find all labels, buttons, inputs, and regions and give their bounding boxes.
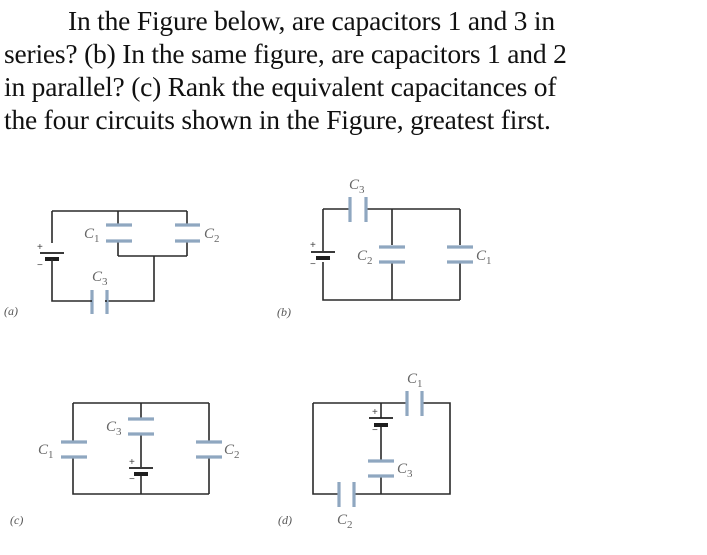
question-line: series? (b) In the same figure, are capa… bbox=[4, 38, 567, 69]
question-line: In the Figure below, are capacitors 1 an… bbox=[68, 5, 555, 36]
question-line: in parallel? (c) Rank the equivalent cap… bbox=[4, 71, 557, 102]
circuit-tag: (d) bbox=[278, 513, 292, 527]
label-c3: C3 bbox=[349, 177, 365, 196]
circuit-tag: (c) bbox=[10, 513, 23, 527]
battery-plus: + bbox=[37, 242, 43, 253]
circuit-tag: (a) bbox=[4, 304, 18, 318]
battery-minus: − bbox=[310, 259, 316, 270]
wire bbox=[72, 402, 210, 495]
label-c2: C2 bbox=[337, 512, 353, 531]
question-text: In the Figure below, are capacitors 1 an… bbox=[4, 4, 704, 136]
label-c2: C2 bbox=[224, 442, 240, 461]
circuit-d: + − C1 C3 C2 (d) bbox=[278, 371, 451, 531]
label-c3: C3 bbox=[397, 461, 413, 480]
wire bbox=[51, 210, 188, 302]
label-c2: C2 bbox=[357, 248, 373, 267]
label-c1: C1 bbox=[38, 442, 54, 461]
circuit-a: + − C1 C2 C3 (a) bbox=[4, 210, 220, 318]
circuit-c: C1 C3 + − C2 (c) bbox=[10, 402, 240, 527]
battery-minus: − bbox=[37, 260, 43, 271]
label-c3: C3 bbox=[106, 419, 122, 438]
circuit-tag: (b) bbox=[277, 305, 291, 319]
battery-minus: − bbox=[372, 425, 378, 436]
label-c1: C1 bbox=[84, 226, 100, 245]
label-c1: C1 bbox=[407, 371, 423, 390]
battery-plus: + bbox=[372, 407, 378, 418]
wire bbox=[312, 402, 451, 495]
circuit-b: + − C3 C2 C1 (b) bbox=[277, 177, 492, 319]
battery-plus: + bbox=[310, 240, 316, 251]
label-c3: C3 bbox=[92, 269, 108, 288]
battery-minus: − bbox=[129, 474, 135, 485]
label-c1: C1 bbox=[476, 248, 492, 267]
battery-plus: + bbox=[129, 457, 135, 468]
wire bbox=[322, 208, 461, 301]
question-line: the four circuits shown in the Figure, g… bbox=[4, 104, 551, 135]
label-c2: C2 bbox=[204, 226, 220, 245]
